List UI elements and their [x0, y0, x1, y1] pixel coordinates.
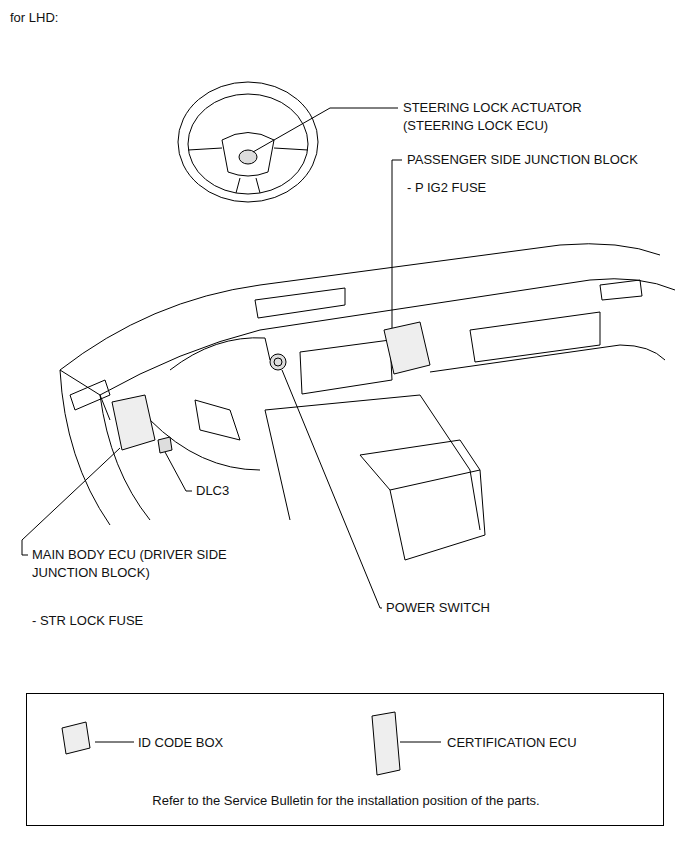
part-label: CERTIFICATION ECU [447, 734, 577, 752]
leader-lines [22, 108, 441, 742]
steering-wheel-rim [178, 82, 318, 202]
id-code-box [62, 722, 90, 754]
power-switch [270, 354, 286, 370]
passenger-junction-block [384, 322, 430, 374]
steering-wheel-hub [188, 133, 308, 194]
part-label: STEERING LOCK ACTUATOR (STEERING LOCK EC… [403, 99, 618, 135]
dlc3-connector [158, 437, 172, 453]
part-label: POWER SWITCH [386, 599, 490, 617]
note-text: Refer to the Service Bulletin for the in… [152, 792, 539, 810]
steering-lock-actuator [239, 150, 257, 164]
page-title: for LHD: [10, 9, 58, 27]
part-label: PASSENGER SIDE JUNCTION BLOCK [407, 151, 638, 169]
note-box: ID CODE BOX CERTIFICATION ECU Refer to the… [26, 693, 664, 826]
certification-ecu [372, 712, 400, 775]
part-label: MAIN BODY ECU (DRIVER SIDE JUNCTION BLOC… [32, 546, 287, 582]
part-label: DLC3 [196, 482, 229, 500]
power-switch-center [274, 358, 282, 366]
part-label: ID CODE BOX [138, 734, 223, 752]
steering-wheel-inner [188, 94, 308, 194]
main-body-ecu [112, 395, 155, 450]
center-console [265, 395, 485, 560]
dashboard [60, 244, 675, 525]
part-label: - STR LOCK FUSE [32, 612, 143, 630]
part-label: - P IG2 FUSE [407, 179, 486, 197]
